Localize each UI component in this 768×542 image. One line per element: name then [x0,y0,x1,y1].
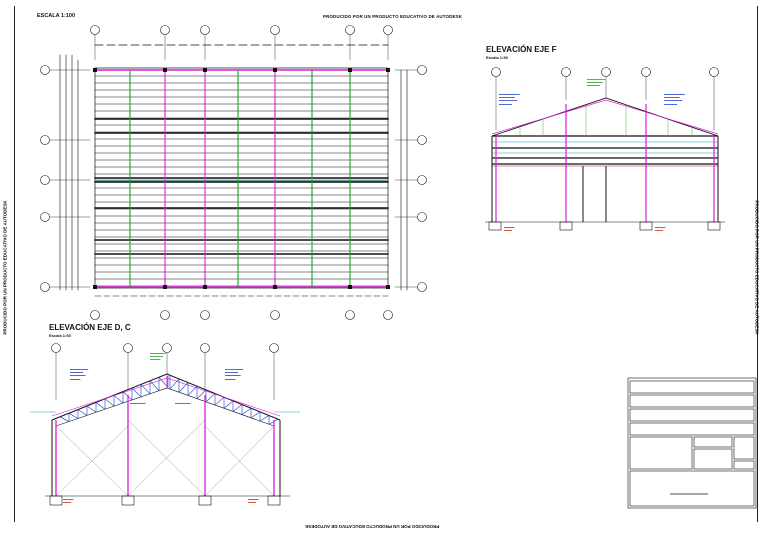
note-f-top: ▬▬▬▬▬▬▬▬▬▬▬▬▬▬▬▬▬▬ [587,78,606,88]
truss-member [187,386,198,396]
watermark-top: PRODUCIDO POR UN PRODUCTO EDUCATIVO DE A… [323,14,463,19]
note-dc-right: ▬▬▬▬▬▬▬▬▬▬▬▬▬▬▬▬▬▬▬▬▬▬ [225,368,244,381]
truss-member [131,387,142,398]
truss-member [95,402,106,410]
note-dc-red-left: ▬▬▬▬▬▬ [130,402,146,405]
truss-member [241,407,252,415]
truss-member [196,389,207,399]
sheet-frame [14,6,758,522]
truss-member [149,380,160,391]
truss-member [169,378,180,390]
note-f-footing-right: ▬▬▬▬▬▬▬ [655,226,666,233]
truss-member [86,405,97,413]
truss-member [205,393,216,403]
plan-scale-label: ESCALA 1:100 [37,13,76,19]
truss-member [232,404,243,412]
note-dc-left: ▬▬▬▬▬▬▬▬▬▬▬▬▬▬▬▬▬▬▬▬▬▬ [70,368,89,381]
truss-member [223,400,234,409]
note-f-right: ▬▬▬▬▬▬▬▬▬▬▬▬▬▬▬▬▬▬▬▬▬▬▬▬▬▬ [664,93,685,106]
note-f-footing-left: ▬▬▬▬▬▬▬ [504,226,515,233]
elevation-dc-title: ELEVACIÓN EJE D, C [49,323,131,332]
elevation-f-title: ELEVACIÓN EJE F [486,45,557,54]
grid-bubbles-dc [51,343,279,353]
note-dc-red-right: ▬▬▬▬▬▬ [175,402,191,405]
note-dc-footing-left: ▬▬▬▬▬▬▬ [63,498,74,505]
note-dc-footing-right: ▬▬▬▬▬▬▬ [248,498,259,505]
truss-member [104,398,115,407]
truss-member [214,396,225,406]
truss-member [250,411,261,419]
truss-member [77,409,88,416]
truss-member [113,394,124,404]
truss-member [140,384,151,395]
truss-member [259,415,270,422]
note-f-left: ▬▬▬▬▬▬▬▬▬▬▬▬▬▬▬▬▬▬▬▬▬▬▬▬▬▬ [499,93,520,106]
grid-bubbles-top [40,25,427,320]
truss-member [68,412,79,419]
truss-member [178,382,189,393]
elevation-f-scale: Escala 1:50 [486,55,508,60]
note-dc-top: ▬▬▬▬▬▬▬▬▬▬▬▬▬▬▬ [150,352,166,362]
truss-member [59,416,70,422]
title-block [627,377,757,509]
elevation-dc-scale: Escala 1:50 [49,333,71,338]
grid-bubbles-f [491,67,719,77]
